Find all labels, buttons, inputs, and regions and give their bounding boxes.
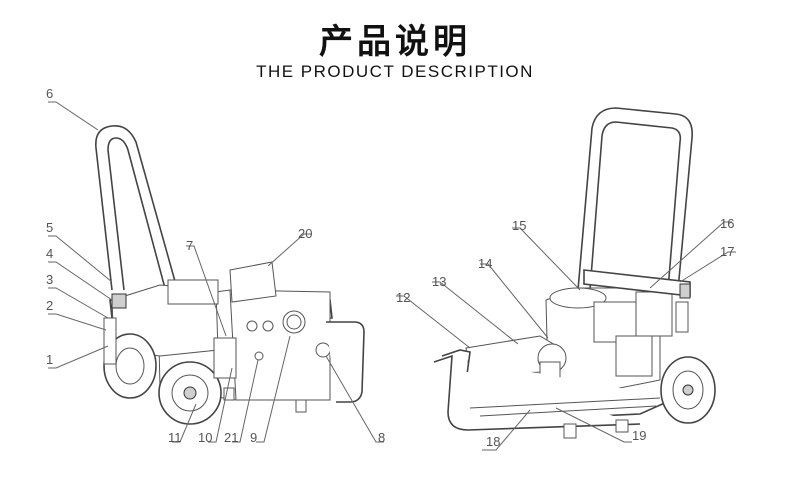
callout-20: 20 bbox=[298, 226, 312, 241]
callout-15: 15 bbox=[512, 218, 526, 233]
leader-1 bbox=[48, 345, 109, 369]
leader-9 bbox=[256, 335, 291, 443]
callout-7: 7 bbox=[186, 238, 193, 253]
leader-7 bbox=[186, 245, 227, 337]
leader-3 bbox=[48, 287, 109, 319]
callout-13: 13 bbox=[432, 274, 446, 289]
right-machine-illustration bbox=[433, 107, 716, 439]
callout-12: 12 bbox=[396, 290, 410, 305]
callout-4: 4 bbox=[46, 246, 53, 261]
left-machine-illustration bbox=[95, 125, 365, 425]
leader-16 bbox=[649, 221, 732, 289]
leader-13 bbox=[432, 281, 519, 345]
callout-10: 10 bbox=[198, 430, 212, 445]
leader-18 bbox=[482, 409, 531, 451]
leader-17 bbox=[679, 251, 736, 283]
callout-17: 17 bbox=[720, 244, 734, 259]
leader-2 bbox=[48, 313, 107, 331]
leader-19 bbox=[555, 407, 632, 443]
leader-21 bbox=[232, 359, 259, 443]
callout-9: 9 bbox=[250, 430, 257, 445]
callout-21: 21 bbox=[224, 430, 238, 445]
callout-11: 11 bbox=[168, 430, 182, 445]
leader-8 bbox=[325, 355, 384, 443]
leader-lines bbox=[48, 101, 736, 451]
callout-6: 6 bbox=[46, 86, 53, 101]
leader-15 bbox=[512, 227, 581, 291]
leader-11 bbox=[172, 403, 197, 443]
callout-5: 5 bbox=[46, 220, 53, 235]
callout-2: 2 bbox=[46, 298, 53, 313]
page-title-cn: 产品说明 bbox=[319, 22, 471, 62]
callout-numbers: 6 5 4 3 2 1 7 20 11 10 21 9 8 15 14 13 1… bbox=[46, 86, 734, 449]
leader-6 bbox=[48, 101, 99, 131]
leader-10 bbox=[208, 367, 233, 443]
callout-1: 1 bbox=[46, 352, 53, 367]
callout-18: 18 bbox=[486, 434, 500, 449]
callout-8: 8 bbox=[378, 430, 385, 445]
leader-20 bbox=[267, 233, 312, 267]
callout-16: 16 bbox=[720, 216, 734, 231]
page-title-en: THE PRODUCT DESCRIPTION bbox=[256, 62, 534, 81]
leader-4 bbox=[48, 261, 113, 301]
leader-14 bbox=[480, 263, 549, 339]
leader-12 bbox=[396, 295, 471, 349]
callout-14: 14 bbox=[478, 256, 492, 271]
leader-5 bbox=[48, 235, 113, 283]
callout-3: 3 bbox=[46, 272, 53, 287]
callout-19: 19 bbox=[632, 428, 646, 443]
